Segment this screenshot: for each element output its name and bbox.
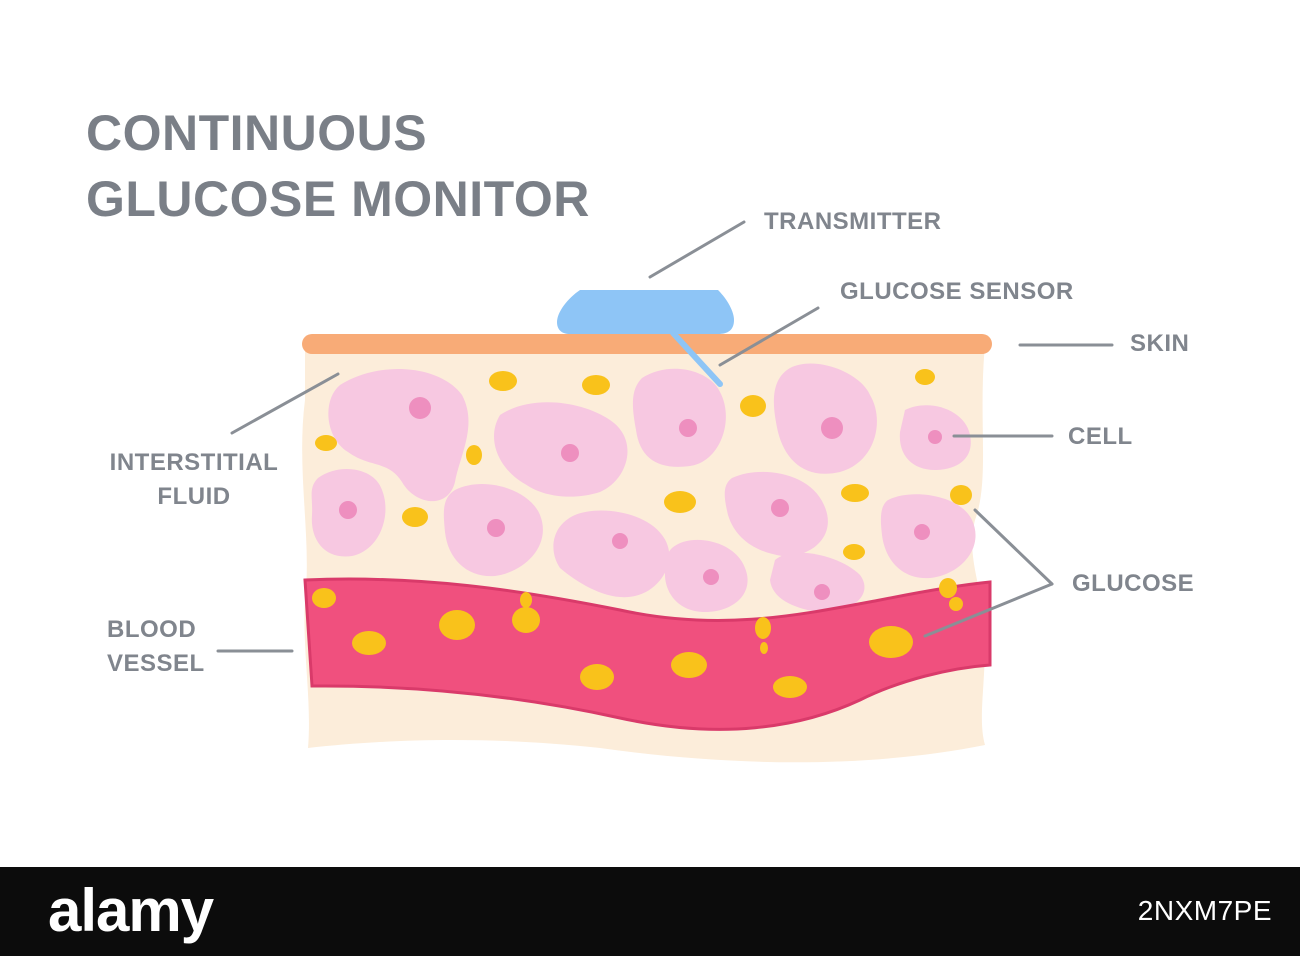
nucleus <box>561 444 579 462</box>
stock-logo: alamy <box>48 877 214 944</box>
glucose-sensor-filament <box>670 330 723 387</box>
nucleus <box>703 569 719 585</box>
title-line-2: GLUCOSE MONITOR <box>86 171 590 227</box>
glucose-molecule <box>489 371 517 391</box>
cell <box>328 368 469 502</box>
glucose-molecule <box>315 435 337 451</box>
glucose-sensor-leader <box>718 306 820 367</box>
nucleus <box>814 584 830 600</box>
glucose-in-blood <box>312 578 963 698</box>
diagram-title: CONTINUOUS GLUCOSE MONITOR <box>86 100 590 232</box>
glucose-molecule <box>949 597 963 611</box>
label-blood-vessel-line-1: BLOOD <box>107 616 197 643</box>
glucose-molecule <box>671 652 707 678</box>
nucleus <box>339 501 357 519</box>
label-interstitial-fluid: INTERSTITIAL FLUID <box>104 446 284 514</box>
glucose-molecule <box>582 375 610 395</box>
cell <box>770 552 865 613</box>
cgm-cross-section <box>216 220 1114 763</box>
leader-lines <box>216 220 1114 653</box>
label-glucose-sensor: GLUCOSE SENSOR <box>840 278 1074 305</box>
interstitial-leader <box>230 372 340 435</box>
nucleus <box>928 430 942 444</box>
glucose-molecule <box>466 445 482 465</box>
nucleus <box>679 419 697 437</box>
label-skin: SKIN <box>1130 330 1190 357</box>
title-line-1: CONTINUOUS <box>86 105 428 161</box>
cell-nuclei <box>339 397 942 600</box>
glucose-molecule <box>843 544 865 560</box>
glucose-molecule <box>580 664 614 690</box>
label-interstitial-fluid-line-2: FLUID <box>157 483 231 510</box>
image-id: 2NXM7PE <box>1137 895 1272 926</box>
glucose-molecule <box>312 588 336 608</box>
glucose-molecule <box>740 395 766 417</box>
glucose-molecule <box>950 485 972 505</box>
cell <box>632 368 726 467</box>
label-blood-vessel-line-2: VESSEL <box>107 650 205 677</box>
glucose-molecule <box>939 578 957 598</box>
glucose-molecule <box>760 642 768 654</box>
label-glucose: GLUCOSE <box>1072 570 1195 597</box>
blood-vessel <box>303 577 992 731</box>
glucose-molecule <box>915 369 935 385</box>
nucleus <box>409 397 431 419</box>
glucose-molecule <box>773 676 807 698</box>
glucose-molecule <box>402 507 428 527</box>
label-transmitter: TRANSMITTER <box>764 208 942 235</box>
nucleus <box>914 524 930 540</box>
glucose-in-fluid <box>315 369 972 560</box>
glucose-molecule <box>520 592 532 608</box>
glucose-leader-lower <box>923 582 1054 638</box>
glucose-molecule <box>869 626 913 658</box>
glucose-molecule <box>439 610 475 640</box>
cell <box>553 510 670 598</box>
label-interstitial-fluid-line-1: INTERSTITIAL <box>109 449 279 476</box>
glucose-molecule <box>841 484 869 502</box>
transmitter-leader <box>648 220 746 279</box>
nucleus <box>771 499 789 517</box>
glucose-molecule <box>352 631 386 655</box>
skin-layer <box>302 334 992 354</box>
cell <box>494 402 628 497</box>
nucleus <box>487 519 505 537</box>
glucose-molecule <box>755 617 771 639</box>
label-blood-vessel: BLOOD VESSEL <box>107 613 205 681</box>
label-cell: CELL <box>1068 423 1133 450</box>
glucose-leader-upper <box>973 508 1054 586</box>
transmitter-device <box>557 290 734 334</box>
glucose-molecule <box>664 491 696 513</box>
nucleus <box>821 417 843 439</box>
stock-footer-bar: alamy 2NXM7PE <box>0 867 1300 956</box>
cell <box>773 363 877 474</box>
glucose-molecule <box>512 607 540 633</box>
nucleus <box>612 533 628 549</box>
